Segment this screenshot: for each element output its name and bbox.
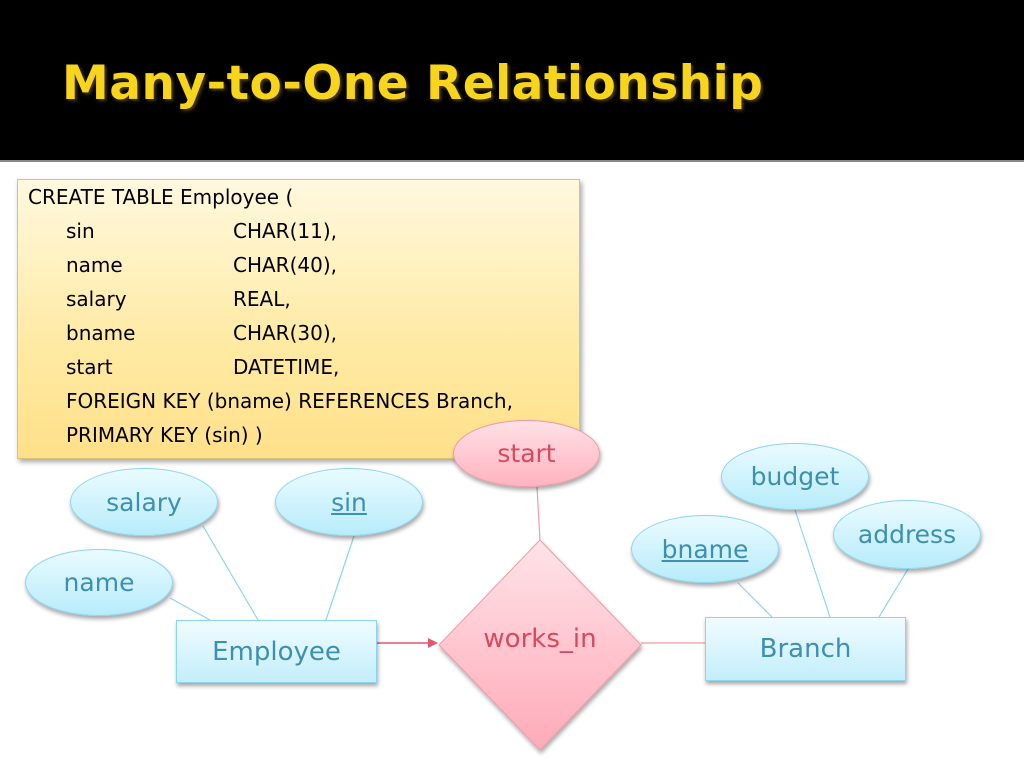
name-attribute-label: name xyxy=(63,568,135,597)
sql-create-line: CREATE TABLE Employee ( xyxy=(28,185,294,209)
sql-primary-key-line: PRIMARY KEY (sin) ) xyxy=(66,423,263,447)
start-connector xyxy=(536,486,541,541)
branch-entity-label: Branch xyxy=(759,634,852,664)
budget-attribute-label: budget xyxy=(750,462,840,491)
sql-column-name: salary xyxy=(66,287,127,311)
sql-column-name: sin xyxy=(66,219,95,243)
address-connector xyxy=(878,568,909,618)
salary-connector xyxy=(202,525,259,621)
sin-connector xyxy=(325,535,355,621)
sql-column-type: CHAR(11), xyxy=(233,219,337,243)
title-divider xyxy=(0,160,1024,162)
address-attribute-label: address xyxy=(857,520,957,549)
sql-column-type: DATETIME, xyxy=(233,355,340,379)
sql-column-type: CHAR(30), xyxy=(233,321,337,345)
sql-column-name: name xyxy=(66,253,123,277)
start-attribute-label: start xyxy=(497,439,556,468)
employee-entity: Employee xyxy=(176,620,377,683)
slide-title: Many-to-One Relationship xyxy=(62,56,764,111)
sql-column-type: REAL, xyxy=(233,287,291,311)
address-attribute: address xyxy=(833,500,981,569)
sql-code-box: CREATE TABLE Employee ( sin CHAR(11), na… xyxy=(17,179,580,459)
bname-attribute-label: bname xyxy=(661,534,749,564)
name-attribute: name xyxy=(25,549,173,616)
budget-attribute: budget xyxy=(721,443,869,510)
bname-connector xyxy=(737,582,773,618)
sin-attribute: sin xyxy=(275,468,423,536)
salary-attribute-label: salary xyxy=(106,487,182,517)
sin-attribute-label: sin xyxy=(331,487,367,517)
start-attribute: start xyxy=(453,420,600,487)
salary-attribute: salary xyxy=(70,468,218,536)
name-connector xyxy=(169,597,211,621)
budget-connector xyxy=(794,509,831,618)
sql-column-type: CHAR(40), xyxy=(233,253,337,277)
sql-foreign-key-line: FOREIGN KEY (bname) REFERENCES Branch, xyxy=(66,389,513,413)
employee-entity-label: Employee xyxy=(212,636,341,667)
works-in-label: works_in xyxy=(483,624,597,654)
sql-column-name: bname xyxy=(66,321,136,345)
branch-entity: Branch xyxy=(705,617,906,681)
bname-attribute: bname xyxy=(631,515,779,583)
sql-column-name: start xyxy=(66,355,113,379)
works-in-diamond xyxy=(438,539,642,751)
